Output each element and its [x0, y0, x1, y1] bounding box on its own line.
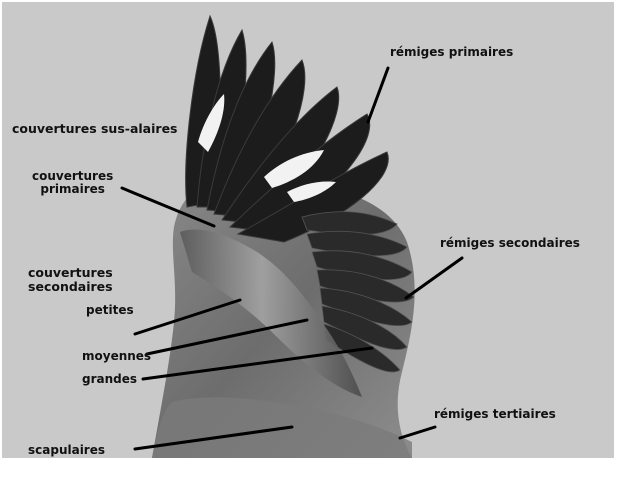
label-petites: petites [86, 304, 134, 317]
label-remiges-tertiaires: rémiges tertiaires [434, 408, 556, 421]
label-grandes: grandes [82, 373, 137, 386]
label-remiges-primaires: rémiges primaires [390, 46, 513, 59]
label-couvertures-secondaires: couvertures secondaires [28, 266, 113, 294]
leader-remiges-secondaires [406, 258, 462, 298]
label-scapulaires: scapulaires [28, 444, 105, 457]
label-remiges-secondaires: rémiges secondaires [440, 237, 580, 250]
label-couvertures-primaires: couvertures primaires [32, 170, 113, 196]
leader-remiges-tertiaires [400, 427, 435, 438]
label-couvertures-secondaires-line1: couvertures [28, 266, 113, 280]
label-couvertures-sus-alaires: couvertures sus-alaires [12, 122, 178, 136]
label-moyennes: moyennes [82, 350, 151, 363]
wing-photo-panel: rémiges primaires couvertures sus-alaire… [2, 2, 614, 458]
label-couvertures-primaires-line2: primaires [32, 183, 113, 196]
leader-remiges-primaires [368, 68, 388, 122]
wing-illustration [2, 2, 614, 458]
label-couvertures-secondaires-line2: secondaires [28, 280, 113, 294]
bottom-margin [2, 458, 614, 486]
